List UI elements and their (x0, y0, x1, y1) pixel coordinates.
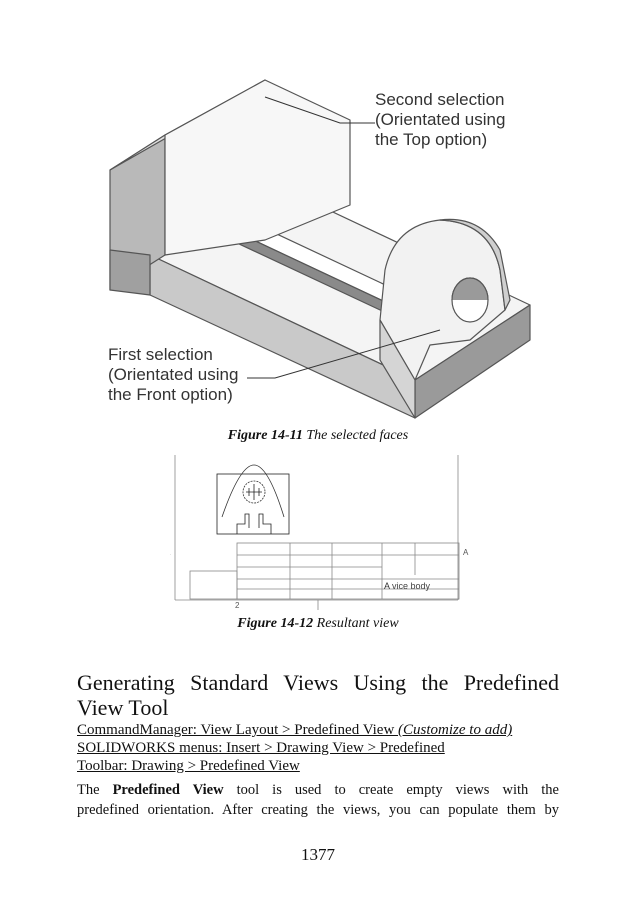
heading-line: View Tool (77, 695, 169, 720)
commandmanager-path: CommandManager: View Layout > Predefined… (77, 722, 512, 739)
cmd-path-text: CommandManager: View Layout > Predefined… (77, 722, 399, 738)
body-paragraph: The Predefined View tool is used to crea… (77, 780, 559, 820)
first-selection-label: First selection (Orientated using the Fr… (108, 345, 238, 405)
second-selection-label: Second selection (Orientated using the T… (375, 90, 505, 150)
label-line: First selection (108, 345, 213, 364)
text: tool is used to create empty views with … (223, 782, 559, 798)
label-line: Second selection (375, 90, 505, 109)
page-number: 1377 (301, 845, 335, 864)
vise-body-3d-illustration (109, 79, 531, 419)
label-line: the Front option) (108, 385, 233, 404)
figure-14-11-caption: Figure 14-11 The selected faces (0, 428, 636, 444)
caption-number: Figure 14-12 (237, 616, 314, 631)
paragraph-line: predefined orientation. After creating t… (77, 802, 559, 818)
toolbar-path: Toolbar: Drawing > Predefined View (77, 758, 300, 774)
caption-text: Resultant view (313, 616, 399, 631)
figure-14-12-caption: Figure 14-12 Resultant view (0, 616, 636, 632)
label-line: (Orientated using (108, 365, 239, 384)
zone-number: 2 (235, 601, 240, 610)
heading-line: Generating Standard Views Using the Pred… (77, 670, 559, 695)
drawing-sheet-illustration: A A 2 A vice body (170, 455, 469, 610)
text: The (77, 782, 113, 798)
label-line: (Orientated using (375, 110, 506, 129)
menus-path: SOLIDWORKS menus: Insert > Drawing View … (77, 740, 445, 756)
caption-text: The selected faces (302, 428, 409, 443)
tool-name: Predefined View (112, 782, 224, 798)
section-heading: Generating Standard Views Using the Pred… (77, 670, 559, 720)
border-letter-left: A (170, 548, 171, 557)
label-line: the Top option) (375, 130, 488, 149)
border-letter-right: A (463, 548, 469, 557)
cmd-path-note: (Customize to add) (398, 722, 513, 738)
sheet-size: A (384, 581, 390, 591)
caption-number: Figure 14-11 (227, 428, 303, 443)
drawing-title: vice body (392, 581, 431, 591)
paragraph-line: The Predefined View tool is used to crea… (77, 780, 559, 800)
